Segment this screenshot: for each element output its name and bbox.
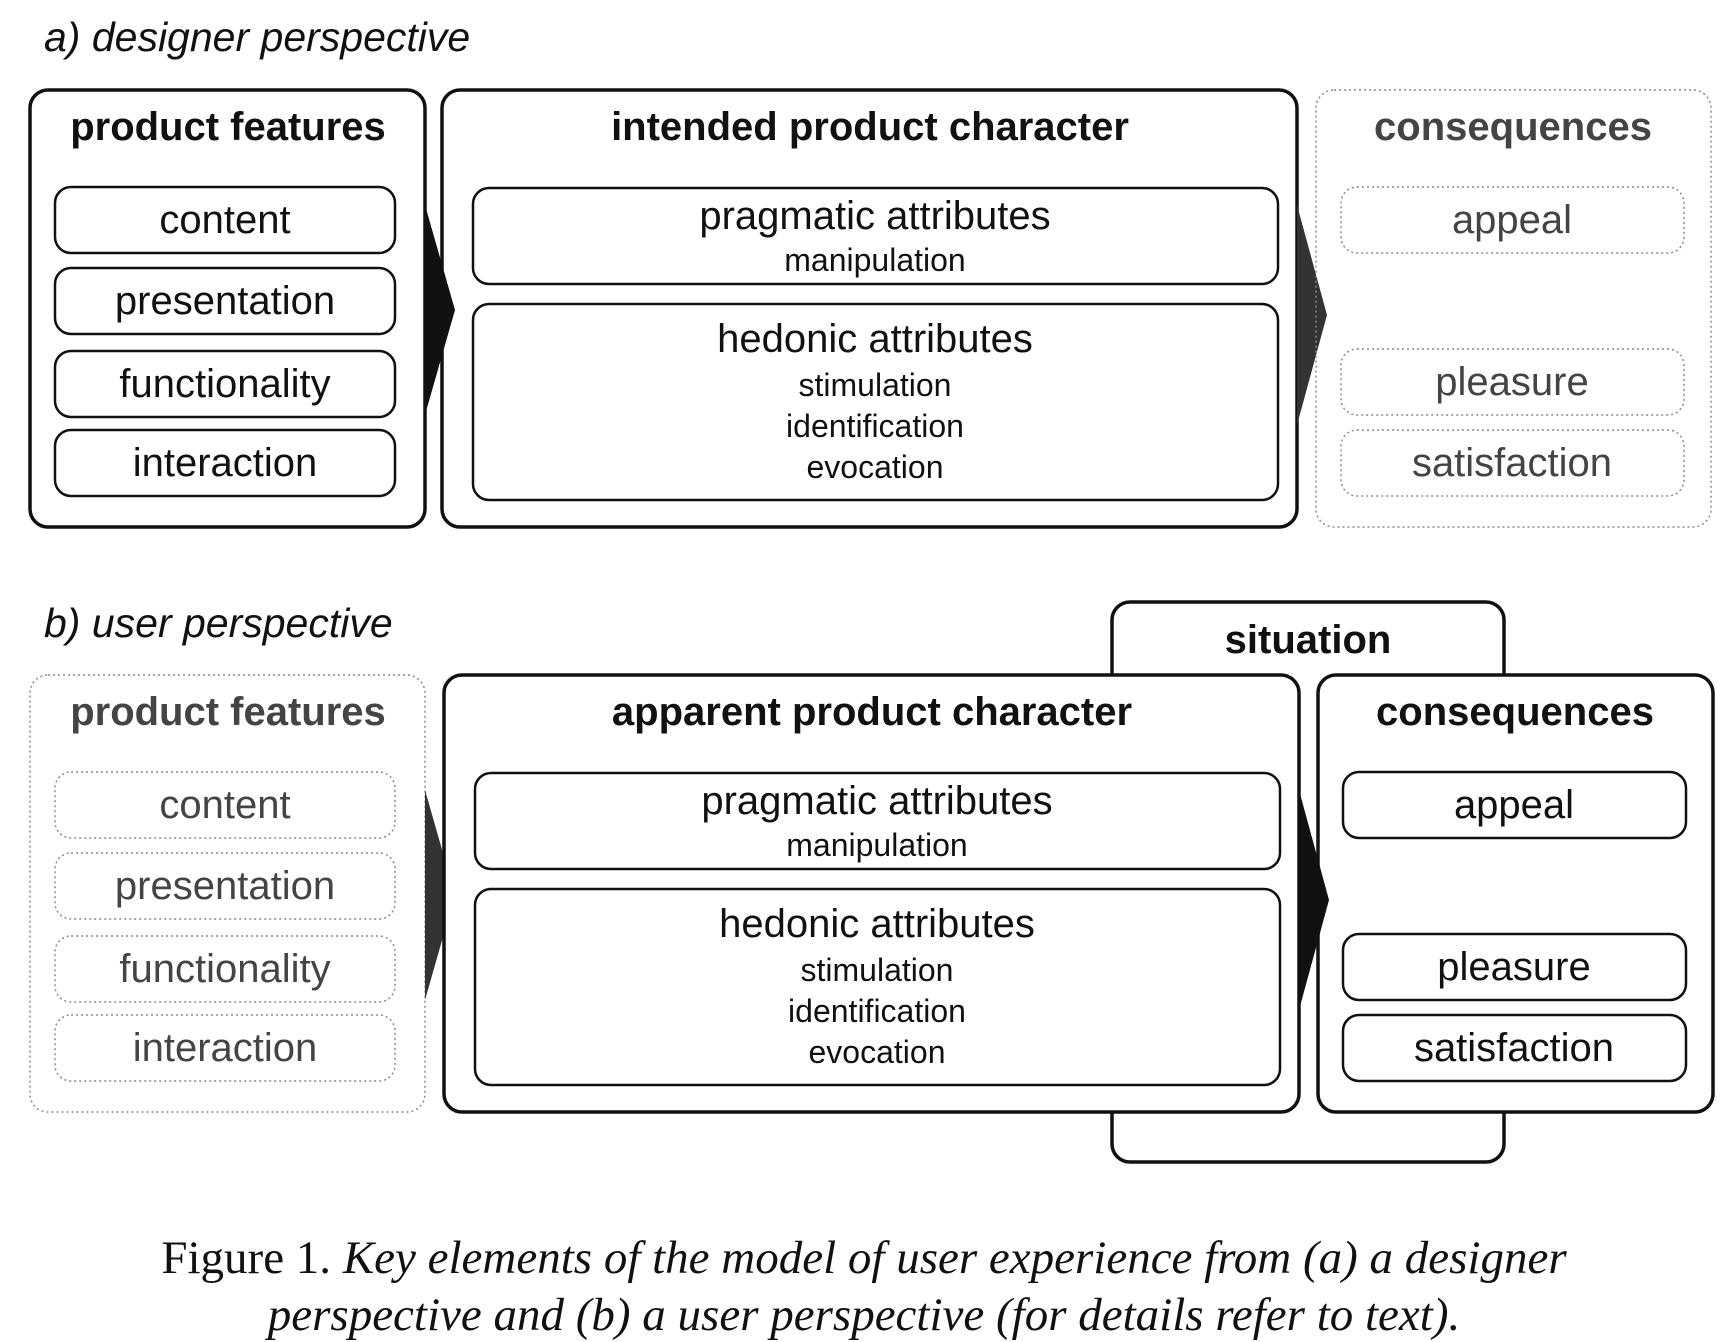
designer-pragmatic-title: pragmatic attributes [699,194,1050,238]
designer-feature-functionality-label: functionality [119,362,330,406]
designer-feature-content [53,185,397,255]
user-hedonic-box [473,887,1282,1087]
designer-arrow-character-to-consequences [1297,205,1327,425]
designer-feature-interaction [53,428,397,498]
designer-consequence-pleasure [1340,348,1685,416]
user-hedonic-title: hedonic attributes [719,902,1035,946]
user-feature-functionality-label: functionality [119,947,330,991]
user-feature-functionality [54,935,396,1003]
user-consequence-satisfaction [1341,1013,1688,1083]
user-consequences-title: consequences [1376,690,1654,734]
user-pragmatic-manipulation: manipulation [786,827,967,863]
user-feature-presentation [54,852,396,920]
user-features-box [29,674,426,1113]
designer-pragmatic-manipulation: manipulation [784,242,965,278]
caption-line-2: perspective and (b) a user perspective (… [267,1289,1461,1342]
designer-hedonic-box [471,302,1280,502]
user-features-title: product features [70,690,386,734]
designer-arrow-features-to-character [425,205,455,415]
designer-hedonic-title: hedonic attributes [717,317,1033,361]
designer-consequences-box [1315,89,1712,528]
designer-consequence-satisfaction-label: satisfaction [1412,441,1612,485]
designer-feature-content-label: content [159,198,290,242]
designer-hedonic-identification: identification [786,408,964,444]
designer-feature-presentation-label: presentation [115,279,335,323]
designer-hedonic-evocation: evocation [807,449,944,485]
user-pragmatic-title: pragmatic attributes [701,779,1052,823]
user-arrow-features-to-character [425,790,455,1000]
user-hedonic-stimulation: stimulation [801,952,954,988]
user-perspective-label: b) user perspective [44,600,393,646]
user-hedonic-evocation: evocation [809,1034,946,1070]
user-arrow-character-to-consequences [1299,790,1329,1010]
user-consequence-appeal-label: appeal [1454,783,1574,827]
user-consequence-appeal [1341,770,1688,840]
designer-consequence-appeal [1340,186,1685,254]
designer-perspective-label: a) designer perspective [44,14,471,60]
user-character-title: apparent product character [612,690,1132,734]
user-consequence-pleasure [1341,932,1688,1002]
user-consequence-pleasure-label: pleasure [1437,945,1590,989]
user-pragmatic-box [473,771,1282,871]
designer-feature-interaction-label: interaction [133,441,318,485]
caption-line-1-text: Key elements of the model of user experi… [342,1232,1567,1284]
designer-pragmatic-box [471,186,1280,286]
designer-consequence-satisfaction [1340,429,1685,497]
designer-character-title: intended product character [611,105,1129,149]
caption-lead: Figure 1. [161,1232,332,1284]
designer-consequence-pleasure-label: pleasure [1435,360,1588,404]
designer-consequence-appeal-label: appeal [1452,198,1572,242]
figure-caption: Figure 1. Key elements of the model of u… [0,1230,1728,1342]
user-feature-interaction-label: interaction [133,1026,318,1070]
user-feature-content-label: content [159,783,290,827]
designer-hedonic-stimulation: stimulation [799,367,952,403]
situation-label: situation [1225,618,1392,662]
designer-features-title: product features [70,105,386,149]
user-feature-interaction [54,1014,396,1082]
user-hedonic-identification: identification [788,993,966,1029]
user-feature-presentation-label: presentation [115,864,335,908]
caption-line-1: Figure 1. Key elements of the model of u… [0,1230,1728,1287]
designer-consequences-title: consequences [1374,105,1652,149]
user-consequence-satisfaction-label: satisfaction [1414,1026,1614,1070]
user-feature-content [54,771,396,839]
designer-feature-functionality [53,349,397,419]
designer-feature-presentation [53,266,397,336]
